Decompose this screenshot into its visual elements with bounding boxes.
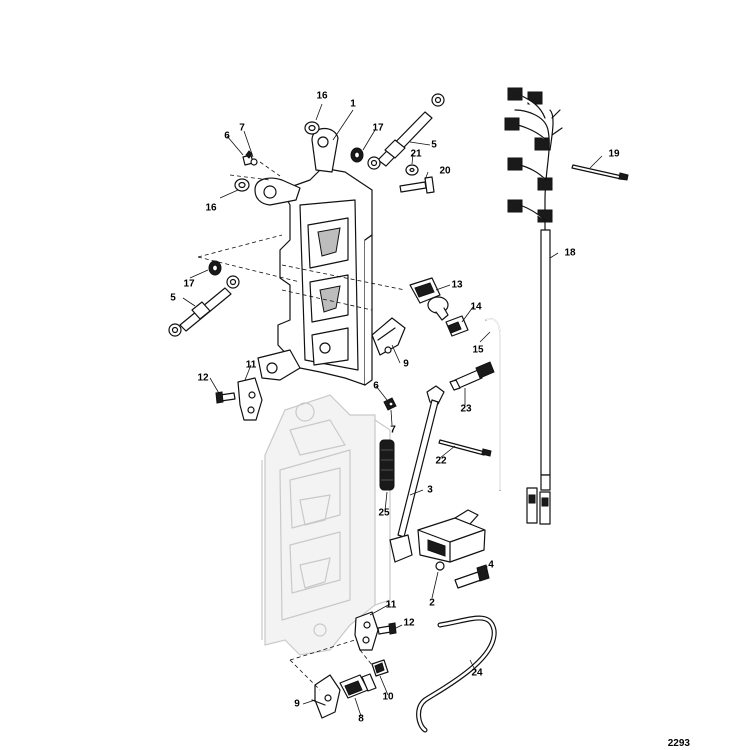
callout-17: 17 <box>372 123 384 134</box>
bolt-4 <box>454 564 490 589</box>
callout-17: 17 <box>183 279 195 290</box>
washer-21 <box>405 164 419 176</box>
callout-16: 16 <box>205 203 217 214</box>
bracket-11-lower <box>354 611 379 651</box>
nut-17-left <box>208 260 222 276</box>
nut-17-top <box>350 147 364 163</box>
washer-16-left <box>234 178 250 192</box>
callout-7: 7 <box>390 425 396 436</box>
callout-8: 8 <box>358 714 364 725</box>
main-mounting-bracket <box>254 127 373 386</box>
callout-14: 14 <box>470 302 482 313</box>
clip-9-upper <box>371 317 406 356</box>
fitting-14 <box>445 315 469 337</box>
callout-15: 15 <box>472 345 484 356</box>
fuel-line-24 <box>416 615 497 733</box>
callout-11: 11 <box>246 360 257 371</box>
callout-12: 12 <box>403 618 415 629</box>
callout-13: 13 <box>451 280 463 291</box>
wiring-harness-18 <box>504 87 563 525</box>
callout-7: 7 <box>239 123 245 134</box>
fitting-10 <box>371 659 389 677</box>
callout-12: 12 <box>197 373 209 384</box>
callout-11: 11 <box>386 600 397 611</box>
callout-10: 10 <box>382 692 394 703</box>
sensor-8 <box>339 673 377 699</box>
screw-20 <box>399 176 435 194</box>
callout-16: 16 <box>316 91 328 102</box>
callout-4: 4 <box>488 560 494 571</box>
callout-24: 24 <box>471 668 483 679</box>
callout-21: 21 <box>410 149 422 160</box>
bolt-6-middle <box>383 397 397 411</box>
callout-20: 20 <box>439 166 451 177</box>
cable-tie-22 <box>438 439 492 457</box>
plug-lead-3 <box>389 385 445 563</box>
callout-5: 5 <box>170 293 176 304</box>
figure-number: 2293 <box>668 738 691 749</box>
callout-22: 22 <box>435 456 447 467</box>
callout-5: 5 <box>431 140 437 151</box>
bracket-11-upper <box>237 377 263 421</box>
callout-19: 19 <box>608 149 620 160</box>
callout-1: 1 <box>350 99 356 110</box>
alignment-lines <box>197 161 406 691</box>
callout-6: 6 <box>373 381 379 392</box>
tie-strap-19 <box>571 164 629 181</box>
callout-18: 18 <box>564 248 576 259</box>
tube-15 <box>485 318 501 491</box>
boot-sleeve-25 <box>379 439 395 491</box>
callout-25: 25 <box>378 508 390 519</box>
clip-9-lower <box>311 674 341 719</box>
callout-9: 9 <box>294 699 300 710</box>
washer-16-top <box>304 121 320 135</box>
screw-12-upper <box>215 391 236 404</box>
callout-6: 6 <box>224 131 230 142</box>
washer-7-top <box>250 158 258 166</box>
callout-2: 2 <box>429 598 435 609</box>
callout-3: 3 <box>427 485 433 496</box>
spark-plug-23 <box>449 361 495 391</box>
callout-9: 9 <box>403 359 409 370</box>
callout-labels: 16 1 6 7 17 5 21 20 16 19 18 17 5 13 14 … <box>170 91 620 725</box>
sensor-13 <box>409 277 449 321</box>
ignition-coil-2 <box>417 509 486 571</box>
leader-lines <box>182 103 603 717</box>
ground-strap-5-left <box>168 275 240 337</box>
ground-strap-5-top <box>367 93 445 170</box>
callout-23: 23 <box>460 404 472 415</box>
screw-12-lower <box>377 622 397 635</box>
